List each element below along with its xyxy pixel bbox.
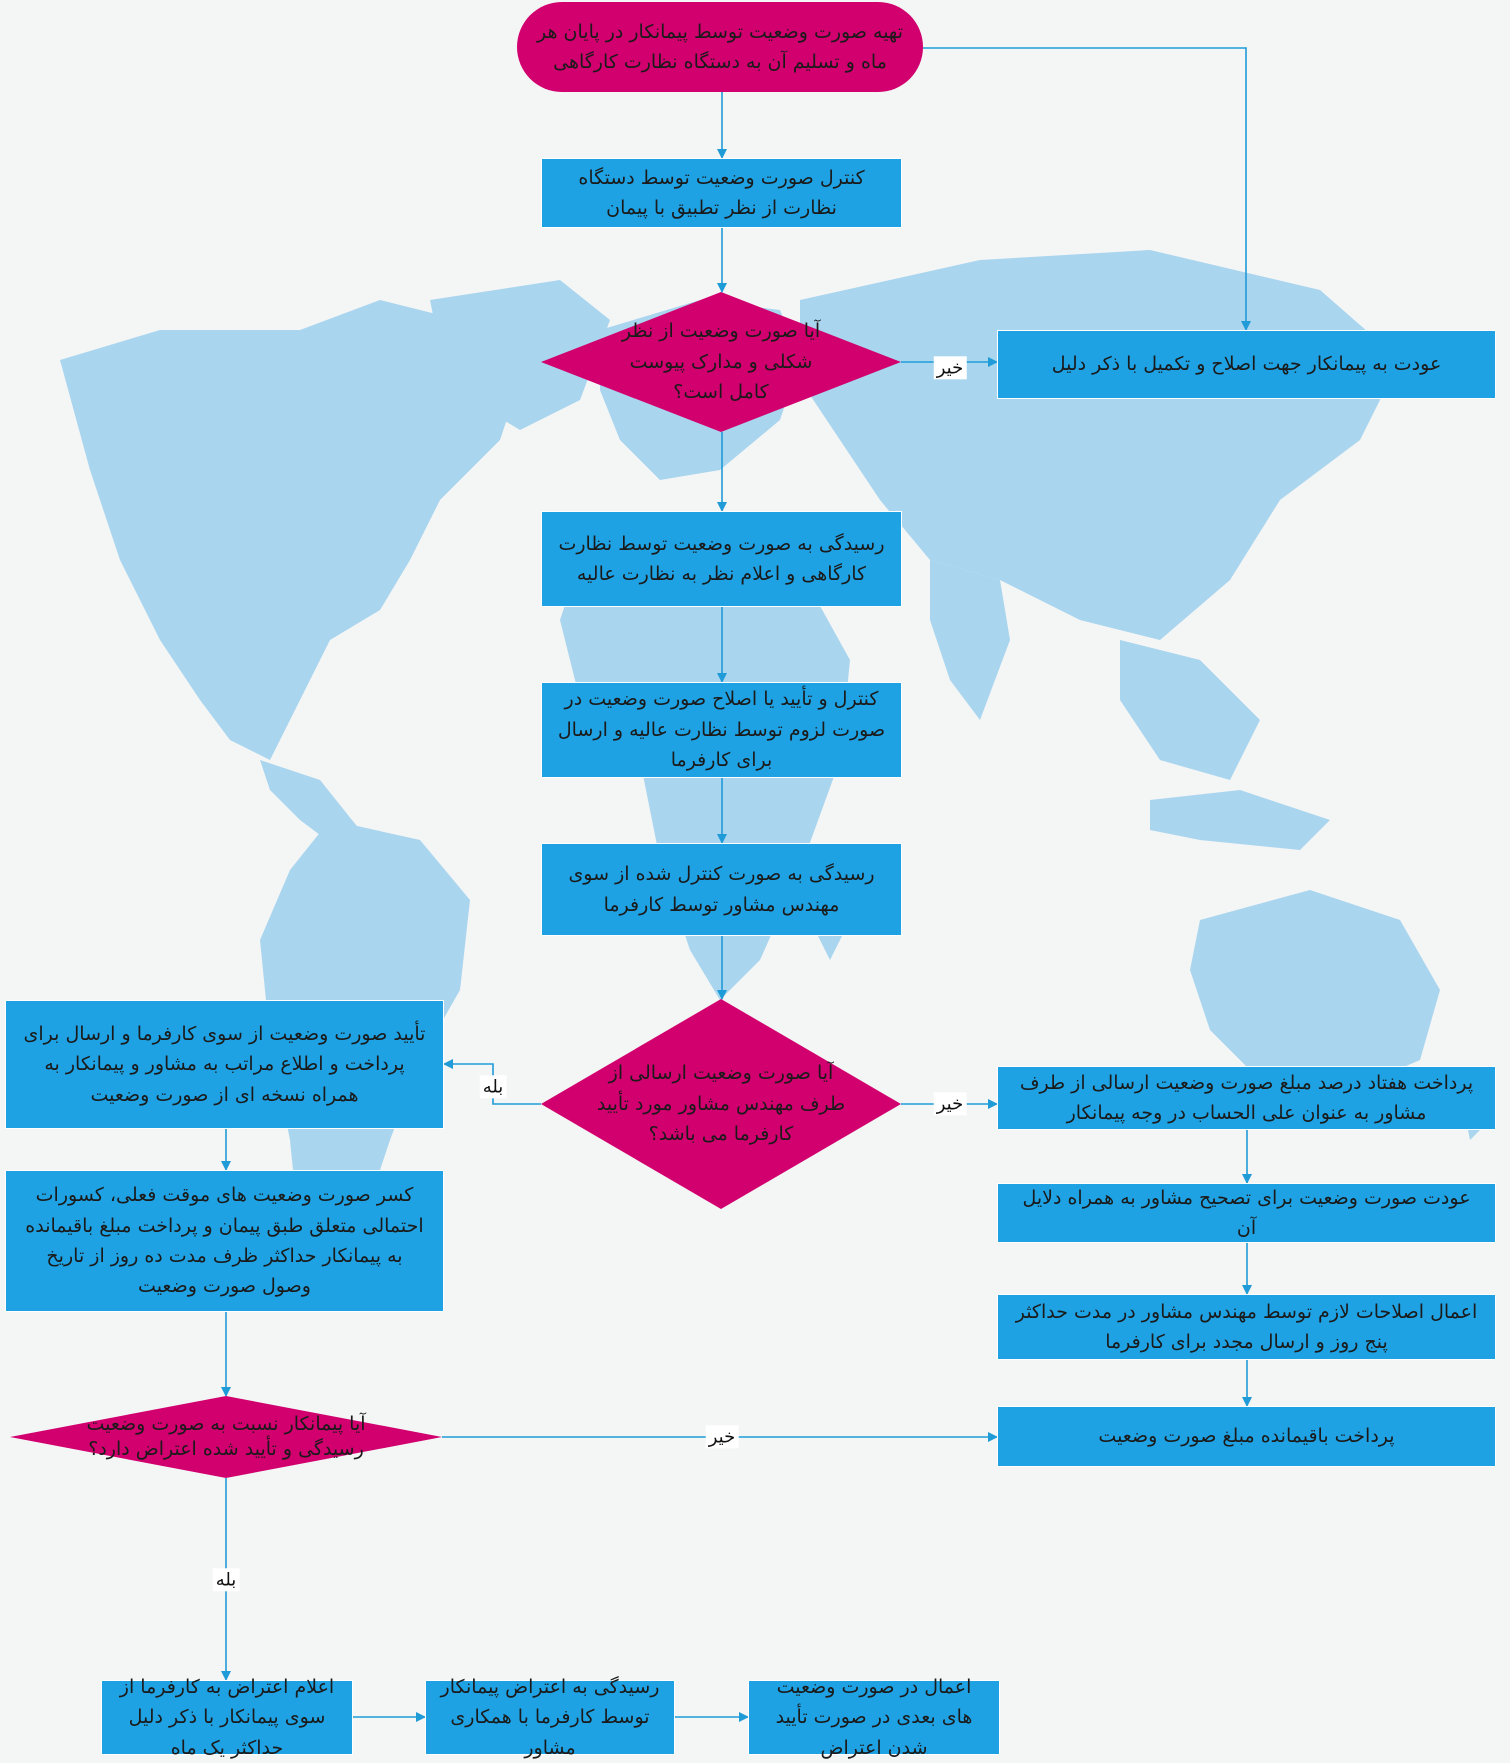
decision-label: آیا صورت وضعیت از نظر شکلی و مدارک پیوست…	[621, 320, 821, 404]
process-return-to-contractor: عودت به پیمانکار جهت اصلاح و تکمیل با ذک…	[997, 330, 1496, 399]
process-apply-corrections: اعمال اصلاحات لازم توسط مهندس مشاور در م…	[997, 1294, 1496, 1360]
continent-north-america	[60, 300, 520, 760]
process-review-objection: رسیدگی به اعتراض پیمانکار توسط کارفرما ب…	[425, 1676, 675, 1759]
process-control-by-supervision: کنترل صورت وضعیت توسط دستگاه نظارت از نظ…	[541, 158, 902, 228]
start-terminal: تهیه صورت وضعیت توسط پیمانکار در پایان ه…	[517, 2, 923, 92]
process-high-supervision-approval: کنترل و تأیید یا اصلاح صورت وضعیت در صور…	[541, 682, 902, 778]
edge-label-no: خیر	[933, 356, 967, 380]
continent-greenland	[430, 280, 610, 430]
process-return-for-correction: عودت صورت وضعیت برای تصحیح مشاور به همرا…	[997, 1183, 1496, 1243]
process-pay-seventy: پرداخت هفتاد درصد مبلغ صورت وضعیت ارسالی…	[997, 1066, 1496, 1130]
edge-label-no: خیر	[705, 1425, 739, 1449]
process-site-review: رسیدگی به صورت وضعیت توسط نظارت کارگاهی …	[541, 511, 902, 607]
continent-indonesia	[1150, 790, 1330, 850]
decision-shape	[541, 999, 901, 1209]
connector-lines	[221, 47, 1252, 1722]
decision-objection: آیا پیمانکار نسبت به صورت وضعیت رسیدگی و…	[10, 1396, 442, 1478]
edge-start-to-return	[923, 47, 1251, 331]
edge-label-yes: بله	[479, 1075, 507, 1099]
decision-employer-approved: آیا صورت وضعیت ارسالی از طرف مهندس مشاور…	[541, 999, 901, 1209]
decision-label: آیا پیمانکار نسبت به صورت وضعیت رسیدگی و…	[86, 1413, 366, 1460]
decision-complete: آیا صورت وضعیت از نظر شکلی و مدارک پیوست…	[541, 292, 901, 432]
decision-shape	[541, 292, 901, 432]
decision-shape	[10, 1396, 442, 1478]
continent-india	[930, 560, 1010, 720]
process-pay-remaining: پرداخت باقیمانده مبلغ صورت وضعیت	[997, 1406, 1496, 1467]
process-announce-objection: اعلام اعتراض به کارفرما از سوی پیمانکار …	[101, 1676, 353, 1759]
process-employer-confirm: تأیید صورت وضعیت از سوی کارفرما و ارسال …	[5, 1000, 444, 1129]
process-apply-next: اعمال در صورت وضعیت های بعدی در صورت تأی…	[748, 1676, 1000, 1759]
continent-southeast-asia	[1120, 640, 1260, 780]
edge-label-yes: بله	[212, 1568, 240, 1592]
decision-label: آیا صورت وضعیت ارسالی از طرف مهندس مشاور…	[596, 1062, 846, 1146]
process-deduct-and-pay: کسر صورت وضعیت های موقت فعلی، کسورات احت…	[5, 1170, 444, 1312]
continent-australia	[1190, 890, 1440, 1090]
process-employer-review: رسیدگی به صورت کنترل شده از سوی مهندس مش…	[541, 843, 902, 936]
edge-label-no: خیر	[933, 1092, 967, 1116]
